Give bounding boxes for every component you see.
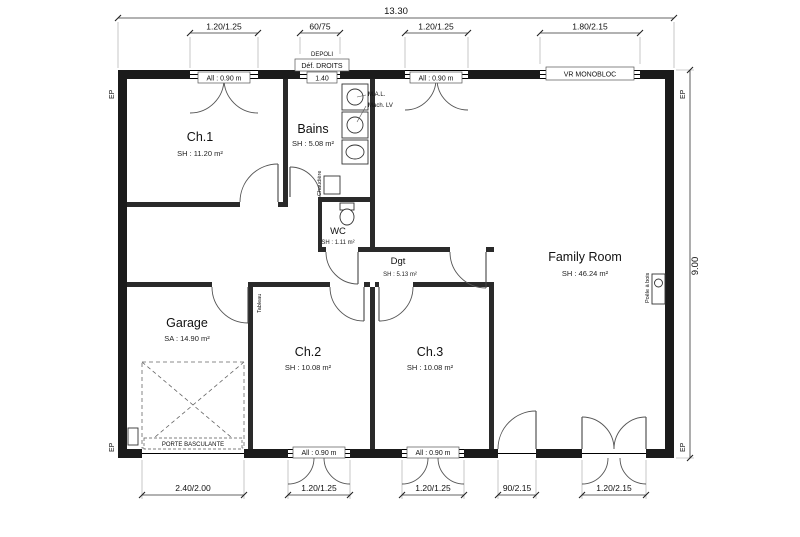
room-area-dgt: SH : 5.13 m² — [383, 272, 417, 278]
dim-top-window-ch1: 1.20/1.25 — [206, 22, 242, 32]
dim-bottom-window-ch3: 1.20/1.25 — [415, 483, 451, 493]
svg-text:VR MONOBLOC: VR MONOBLOC — [564, 72, 617, 79]
door-wc — [325, 251, 359, 285]
bains-sill-label: 1.40 — [306, 71, 338, 84]
sill-label-window-ch1: All : 0.90 m — [197, 71, 251, 84]
room-area-garage: SA : 14.90 m² — [164, 334, 210, 343]
room-label-ch3: Ch.3 — [417, 345, 443, 359]
window-swing-arcs-top — [189, 78, 469, 114]
dim-bottom-french-door: 1.20/2.15 — [596, 483, 632, 493]
appliance-leader-lines — [356, 94, 367, 123]
door-ch1 — [239, 163, 279, 203]
room-label-family-room: Family Room — [548, 250, 622, 264]
dimension-ticks — [114, 14, 694, 499]
sill-label-window-ch3: All : 0.90 m — [406, 446, 460, 459]
french-door — [581, 416, 647, 450]
svg-text:All : 0.90 m: All : 0.90 m — [301, 450, 336, 457]
dim-bottom-window-ch2: 1.20/1.25 — [301, 483, 337, 493]
door-bains — [289, 166, 321, 198]
extension-lines-top — [117, 22, 675, 68]
room-area-ch1: SH : 11.20 m² — [177, 149, 223, 158]
extension-lines-bottom — [141, 460, 647, 499]
dim-bottom-entry-door: 90/2.15 — [503, 483, 532, 493]
door-ch3 — [378, 286, 414, 322]
room-label-garage: Garage — [166, 316, 208, 330]
door-entry — [497, 410, 537, 450]
dim-overall-width: 13.30 — [384, 6, 408, 17]
boiler-label: Chaudière — [317, 171, 323, 196]
svg-text:All : 0.90 m: All : 0.90 m — [415, 450, 450, 457]
room-label-dgt: Dgt — [391, 256, 406, 267]
dim-top-window-2: 1.20/1.25 — [418, 22, 454, 32]
svg-text:PORTE BASCULANTE: PORTE BASCULANTE — [162, 442, 224, 448]
interior-walls — [127, 79, 494, 449]
ep-label-bottom-right: EP — [680, 442, 687, 452]
electrical-panel-label: Tableau — [257, 294, 263, 313]
room-area-family-room: SH : 46.24 m² — [562, 269, 609, 278]
room-area-ch2: SH : 10.08 m² — [285, 363, 332, 372]
room-area-wc: SH : 1.11 m² — [321, 240, 354, 246]
dim-overall-height: 9.00 — [690, 257, 701, 276]
toilet-fixture — [339, 202, 355, 226]
room-label-wc: WC — [330, 226, 346, 237]
def-droits-label: Déf. DROITS — [294, 58, 350, 72]
door-garage — [211, 286, 249, 324]
stove-fixture — [651, 273, 666, 305]
dim-top-window-bains: 60/75 — [309, 22, 331, 32]
sink-fixture — [341, 139, 369, 165]
dimension-lines — [118, 17, 691, 496]
sill-label-window-top2: All : 0.90 m — [409, 71, 463, 84]
room-label-ch2: Ch.2 — [295, 345, 321, 359]
door-hall-family — [449, 251, 487, 289]
vr-monobloc-label: VR MONOBLOC — [545, 66, 635, 81]
garage-door-label: PORTE BASCULANTE — [143, 437, 243, 450]
sill-label-window-ch2: All : 0.90 m — [292, 446, 346, 459]
stove-label: Poêle à bois — [645, 272, 651, 303]
dim-bottom-garage-door: 2.40/2.00 — [175, 483, 211, 493]
ep-label-top-left: EP — [109, 89, 116, 99]
depoli-label: DEPOLI — [311, 52, 333, 58]
svg-text:Déf. DROITS: Déf. DROITS — [301, 63, 343, 70]
ep-label-top-right: EP — [680, 89, 687, 99]
svg-text:All : 0.90 m: All : 0.90 m — [418, 76, 453, 83]
room-area-ch3: SH : 10.08 m² — [407, 363, 454, 372]
washing-machine-label: M.A.L. — [368, 92, 386, 98]
outer-walls — [118, 70, 674, 458]
dim-top-window-vr: 1.80/2.15 — [572, 22, 608, 32]
door-ch2 — [329, 286, 365, 322]
ep-label-bottom-left: EP — [109, 442, 116, 452]
window-swing-arcs-bottom — [287, 457, 647, 485]
room-area-bains: SH : 5.08 m² — [292, 139, 335, 148]
room-label-ch1: Ch.1 — [187, 130, 213, 144]
dishwasher-fixture — [341, 111, 369, 139]
meter-box-fixture — [127, 427, 139, 446]
extension-lines-right — [676, 69, 694, 459]
svg-text:All : 0.90 m: All : 0.90 m — [206, 76, 241, 83]
room-label-bains: Bains — [297, 122, 328, 136]
boiler-fixture — [323, 175, 341, 195]
dishwasher-label: Mach. LV — [368, 103, 393, 109]
washing-machine-fixture — [341, 83, 369, 111]
svg-text:1.40: 1.40 — [315, 76, 329, 83]
